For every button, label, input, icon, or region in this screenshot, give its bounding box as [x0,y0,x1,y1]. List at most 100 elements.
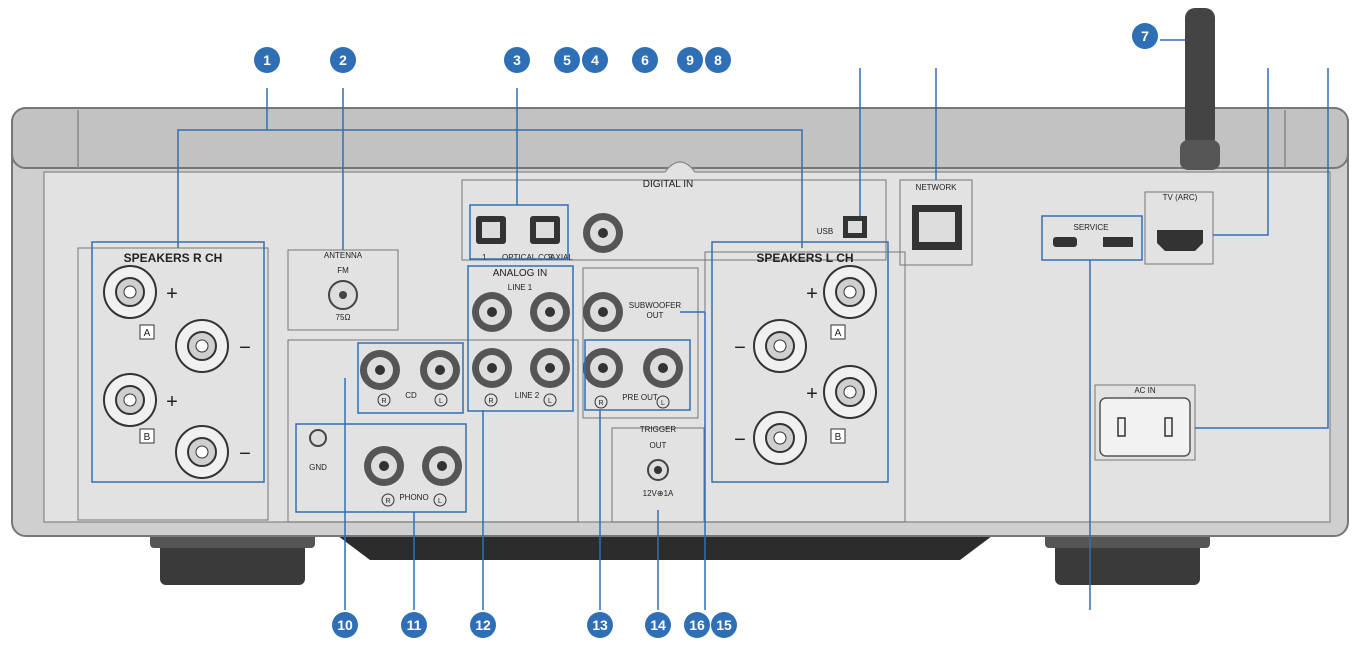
label-cd: CD [405,391,417,400]
chassis-skirt [330,530,1000,560]
label-trigger-out: OUT [650,441,667,450]
plus-sign: + [806,383,818,405]
svg-text:A: A [144,328,151,339]
rca-jack [420,350,460,390]
plus-sign: + [806,283,818,305]
callout-badge: 4 [582,47,608,73]
svg-text:5: 5 [563,52,571,68]
rca-jack [583,348,623,388]
callout-badge: 13 [587,612,613,638]
minus-sign: − [734,337,746,359]
rca-jack [583,292,623,332]
label-service: SERVICE [1074,223,1109,232]
plus-sign: + [166,391,178,413]
service-port-2 [1103,237,1133,247]
callout-badge: 11 [401,612,427,638]
svg-text:L: L [439,398,443,405]
label-pre-out: PRE OUT [622,393,658,402]
speaker-terminal [823,265,877,319]
speaker-terminal [823,365,877,419]
speaker-terminal [175,319,229,373]
rca-jack [472,348,512,388]
speaker-set-marker: A [139,324,155,340]
speaker-set-marker: B [139,428,155,444]
rca-jack [530,292,570,332]
label-trigger: TRIGGER [640,425,677,434]
svg-text:15: 15 [716,617,732,633]
svg-text:9: 9 [686,52,694,68]
channel-marker: L [434,393,448,407]
foot-left [160,540,305,585]
rca-jack [472,292,512,332]
label-usb: USB [817,227,833,236]
speaker-terminal [175,425,229,479]
minus-sign: − [734,429,746,451]
callout-badge: 14 [645,612,671,638]
callout-badge: 2 [330,47,356,73]
label-optical-2: 2 [548,253,553,262]
svg-text:4: 4 [591,52,599,68]
gnd-terminal [309,429,327,447]
label-trigger-spec: 12V⊕1A [643,489,674,498]
svg-text:L: L [438,498,442,505]
svg-text:L: L [548,398,552,405]
callout-badge: 6 [632,47,658,73]
svg-text:A: A [835,328,842,339]
svg-text:11: 11 [407,617,422,633]
svg-text:L: L [661,400,665,407]
callout-badge: 12 [470,612,496,638]
svg-text:R: R [598,400,603,407]
label-subwoofer-out: OUT [647,311,664,320]
speaker-terminal [103,265,157,319]
svg-text:R: R [385,498,390,505]
label-speakers-r: SPEAKERS R CH [124,251,223,265]
minus-sign: − [239,337,251,359]
label-tv-arc: TV (ARC) [1163,193,1198,202]
rca-jack [583,213,623,253]
speaker-terminal [103,373,157,427]
rca-jack [530,348,570,388]
ac-inlet [1099,397,1191,457]
svg-text:7: 7 [1141,28,1149,44]
label-ac-in: AC IN [1134,386,1156,395]
label-fm-ohm: 75Ω [336,313,351,322]
channel-marker: R [377,393,391,407]
svg-text:6: 6 [641,52,649,68]
wifi-antenna [1185,8,1215,148]
chassis-top-strip [11,107,1349,169]
callout-badge: 15 [711,612,737,638]
svg-text:13: 13 [592,617,608,633]
label-subwoofer: SUBWOOFER [629,301,682,310]
label-digital-in: DIGITAL IN [643,179,694,190]
speaker-terminal [753,319,807,373]
svg-text:8: 8 [714,52,722,68]
label-speakers-l: SPEAKERS L CH [756,251,853,265]
rca-jack [422,446,462,486]
inner-panel [43,161,1331,523]
svg-text:1: 1 [263,52,271,68]
label-line2: LINE 2 [515,391,540,400]
service-port-1 [1053,237,1077,247]
svg-text:16: 16 [689,617,705,633]
channel-marker: R [484,393,498,407]
callout-badge: 7 [1132,23,1158,49]
label-fm: FM [337,266,349,275]
foot-right [1055,540,1200,585]
svg-text:R: R [488,398,493,405]
callout-badge: 8 [705,47,731,73]
svg-text:2: 2 [339,52,347,68]
svg-text:3: 3 [513,52,521,68]
minus-sign: − [239,443,251,465]
svg-text:14: 14 [650,617,666,633]
speaker-terminal [753,411,807,465]
speaker-set-marker: A [830,324,846,340]
channel-marker: L [433,493,447,507]
label-optical-1: 1 [482,253,487,262]
callout-badge: 1 [254,47,280,73]
plus-sign: + [166,283,178,305]
label-analog-in: ANALOG IN [493,268,547,279]
rca-jack [360,350,400,390]
label-gnd: GND [309,463,327,472]
channel-marker: L [543,393,557,407]
